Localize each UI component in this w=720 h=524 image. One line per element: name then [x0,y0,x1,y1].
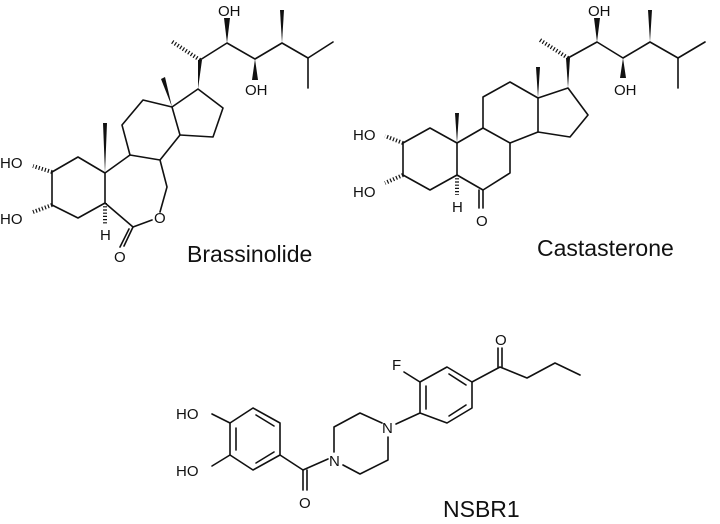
compound-name-brassinolide: Brassinolide [187,241,312,267]
atom-label-h: H [452,199,463,216]
atom-label-o: O [476,213,488,230]
atom-label-h: H [100,227,111,244]
hash-bond [384,134,404,145]
atom-label-oh: OH [588,3,611,20]
atom-label-ho: HO [176,406,199,423]
compound-name-nsbr1: NSBR1 [443,496,520,522]
nsbr1-bonds [211,347,581,491]
castasterone-structure: HO HO OH OH O H Castasterone [353,3,706,261]
atom-label-o: O [495,332,507,349]
hash-bond [169,39,202,62]
atom-label-oh: OH [614,82,637,99]
wedge-bond [198,60,202,89]
castasterone-bonds [402,41,706,209]
wedge-bond [161,77,172,107]
nsbr1-structure: HO HO O N N F O NSBR1 [176,332,581,522]
wedge-bond [224,18,230,43]
wedge-bond [648,10,652,42]
wedge-bond [103,123,107,173]
compound-name-castasterone: Castasterone [537,235,674,261]
atom-label-ho: HO [0,155,23,172]
wedge-bond [280,10,284,43]
hash-bond [538,38,570,60]
wedge-bond [252,59,258,80]
atom-label-ho: HO [0,211,23,228]
atom-label-ho: HO [353,184,376,201]
atom-label-f: F [392,357,401,374]
atom-label-o: O [299,495,311,512]
atom-label-oh: OH [245,82,268,99]
atom-label-n: N [382,420,393,437]
brassinolide-bonds [51,41,334,248]
hash-bond [384,173,404,185]
hash-bond [32,164,53,174]
wedge-bond [566,58,570,88]
atom-label-o: O [114,249,126,266]
hash-bond [32,203,53,214]
atom-label-oh: OH [218,3,241,20]
atom-label-ho: HO [176,463,199,480]
wedge-bond [536,67,540,98]
atom-label-n: N [329,453,340,470]
wedge-bond [455,113,459,143]
wedge-bond [620,58,626,78]
atom-label-o: O [154,210,166,227]
brassinolide-structure: HO HO OH OH O O H Brassinolide [0,3,334,267]
atom-label-ho: HO [353,127,376,144]
wedge-bond [594,18,600,42]
